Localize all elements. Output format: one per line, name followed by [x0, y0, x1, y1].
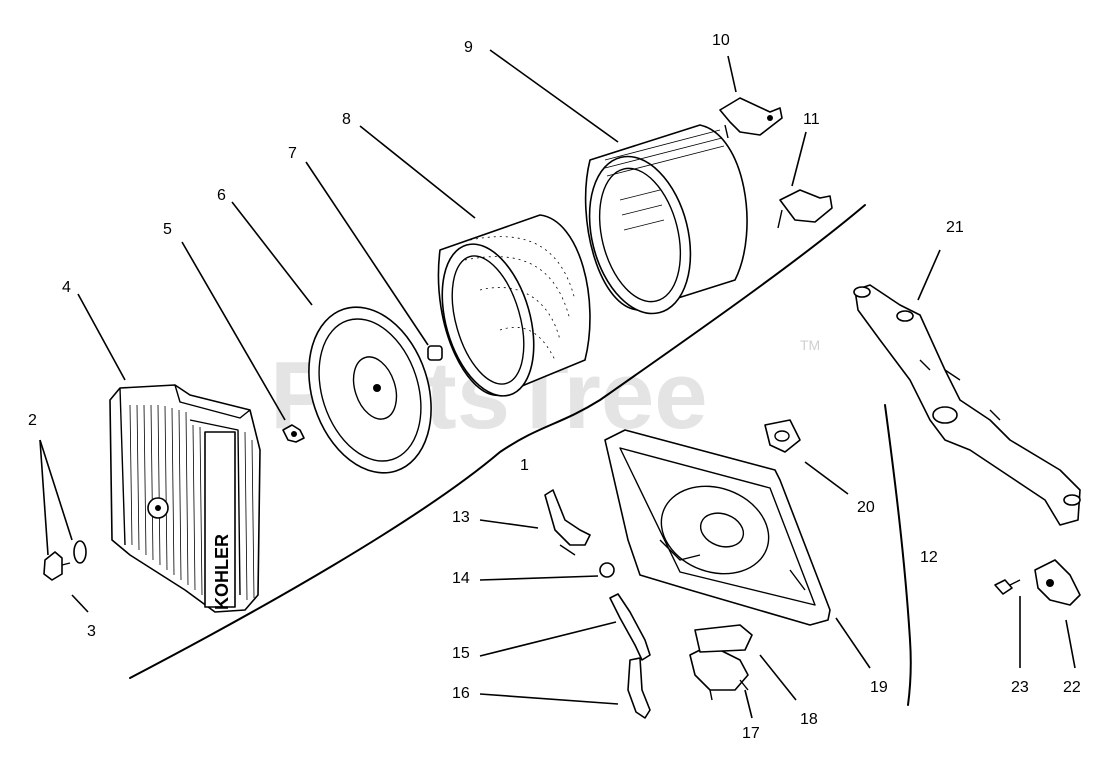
leader-lines: [39, 49, 1076, 719]
air-filter-element: [584, 124, 748, 315]
valve-fitting: [689, 644, 749, 701]
part-label-15: 15: [452, 645, 470, 662]
part-label-18: 18: [800, 711, 818, 728]
part-label-12: 12: [920, 549, 938, 566]
mounting-bracket: [694, 624, 753, 653]
part-label-11: 11: [803, 111, 820, 128]
spacer: [427, 345, 443, 361]
part-label-9: 9: [464, 39, 473, 56]
part-label-17: 17: [742, 725, 760, 742]
part-label-13: 13: [452, 509, 470, 526]
part-label-1: 1: [520, 457, 529, 474]
part-label-6: 6: [217, 187, 226, 204]
element-cover-disc: [308, 306, 432, 474]
part-label-22: 22: [1063, 679, 1081, 696]
part-label-2: 2: [28, 412, 37, 429]
breather-fitting-10: [719, 97, 783, 139]
part-label-8: 8: [342, 111, 351, 128]
part-label-19: 19: [870, 679, 888, 696]
cover-knob: [43, 551, 71, 581]
gasket: [764, 419, 801, 453]
hose-16: [627, 657, 651, 719]
wing-nut: [282, 424, 305, 443]
knob-washer: [73, 540, 87, 564]
air-cleaner-cover: KOHLER: [109, 384, 261, 613]
watermark-trademark: TM: [800, 337, 820, 353]
part-label-10: 10: [712, 32, 730, 49]
part-label-21: 21: [946, 219, 964, 236]
part-label-20: 20: [857, 499, 875, 516]
hose-clamp: [599, 562, 615, 578]
part-label-16: 16: [452, 685, 470, 702]
back-plate: [604, 429, 831, 626]
part-labels: 1 2 3 4 5 6 7 8 9 10 11 12 13 14 15 16 1…: [28, 32, 1081, 742]
part-label-23: 23: [1011, 679, 1029, 696]
retaining-plate: [1034, 559, 1081, 606]
part-label-5: 5: [163, 221, 172, 238]
breather-hose-13: [544, 489, 591, 556]
part-label-7: 7: [288, 145, 297, 162]
housing-logo: KOHLER: [212, 534, 232, 610]
screw: [994, 579, 1021, 595]
part-label-14: 14: [452, 570, 470, 587]
bracket-line-12: [884, 404, 912, 706]
breather-tube: [853, 284, 1081, 526]
part-label-3: 3: [87, 623, 96, 640]
elbow-fitting-11: [777, 189, 833, 229]
assembly-divider-line: [129, 204, 866, 679]
part-label-4: 4: [62, 279, 71, 296]
precleaner-foam: [437, 214, 591, 397]
hose-15: [609, 593, 651, 661]
